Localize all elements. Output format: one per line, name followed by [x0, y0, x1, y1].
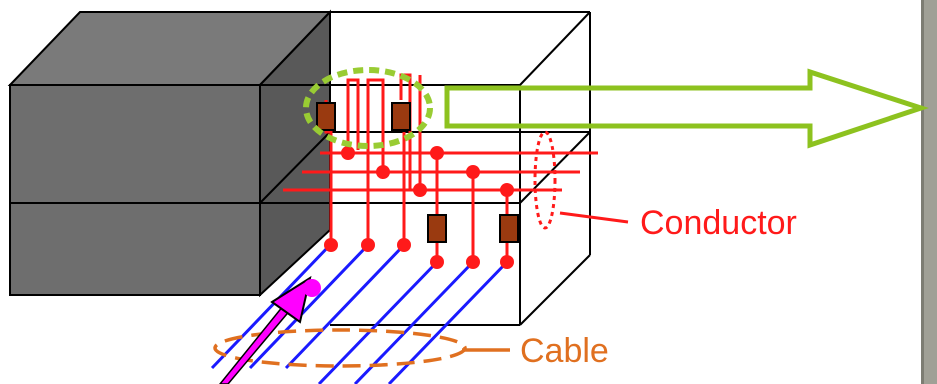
conductor-leader-line [559, 211, 629, 224]
conductor-wires [324, 73, 509, 262]
dark-block-side-divider [259, 131, 331, 204]
photo-strip-edge [921, 0, 924, 384]
cable-ellipse [213, 328, 467, 368]
wireframe-box [260, 11, 591, 326]
dark-block-front-upper [9, 84, 261, 204]
photo-strip [921, 0, 937, 384]
resistor-icon [316, 102, 519, 243]
dark-block-front-lower [9, 202, 261, 296]
big-arrow-icon [444, 68, 930, 149]
cable-label: Cable [520, 332, 609, 370]
conductor-label: Conductor [640, 204, 797, 242]
conductor-ellipse [533, 130, 557, 230]
junction-dots [324, 146, 514, 269]
pointer-arrow-icon [219, 275, 321, 384]
highlight-ellipse [303, 67, 433, 149]
